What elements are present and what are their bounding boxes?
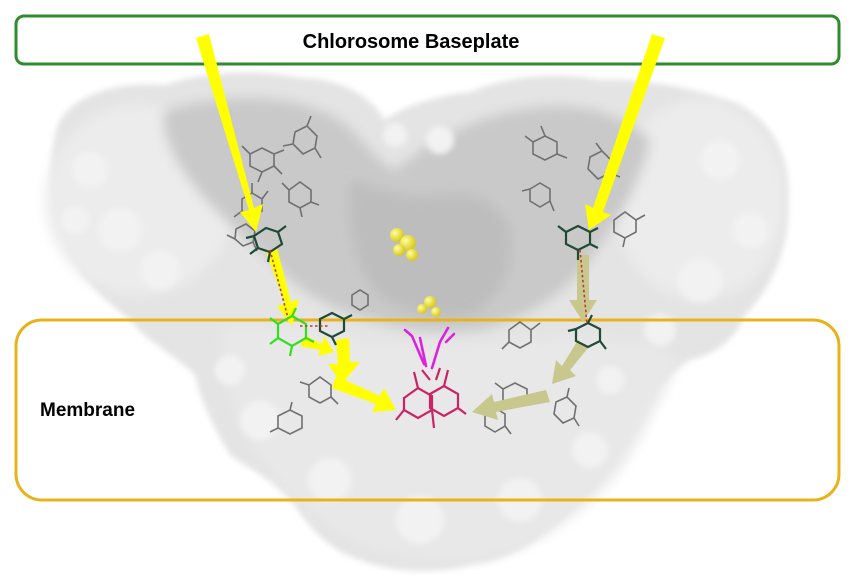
- pigment-grey-11: [269, 401, 303, 435]
- pigment-darkgreen-center-left: [318, 311, 353, 346]
- crimson-reaction-center: [395, 367, 467, 429]
- chlorosome-baseplate: Chlorosome Baseplate: [14, 14, 841, 66]
- sphere-6: [417, 304, 427, 314]
- baseplate-box: [14, 14, 841, 66]
- olive-arrows: [472, 255, 597, 420]
- protein-lower-domain: [220, 325, 680, 561]
- membrane-label: Membrane: [40, 400, 135, 421]
- pigment-grey-16: [351, 289, 369, 311]
- pigment-darkgreen-lower-right: [567, 314, 607, 350]
- pigment-grey-1: [241, 145, 285, 183]
- sphere-1: [390, 228, 404, 242]
- bright-green-pigment: [269, 307, 315, 357]
- arrow-left-lower: [328, 338, 360, 384]
- pigment-grey-4: [233, 183, 269, 218]
- protein-surface: [45, 72, 789, 572]
- yellow-arrows: [196, 34, 665, 412]
- arrow-left-from-baseplate: [196, 34, 263, 232]
- pigment-grey-10: [299, 376, 339, 405]
- pigment-grey-2: [282, 115, 322, 159]
- pigment-darkgreen-upper-right: [557, 224, 599, 260]
- coupling-lines: [269, 249, 588, 327]
- pigment-grey-9: [613, 211, 646, 248]
- arrow-to-reaction-center-left: [332, 376, 396, 412]
- arrow-right-middle: [569, 255, 597, 322]
- membrane-box: [14, 318, 841, 502]
- pigment-grey-8: [521, 182, 555, 212]
- baseplate-label: Chlorosome Baseplate: [303, 31, 520, 53]
- darkgreen-pigments: [245, 224, 607, 350]
- coupling-left-upper: [269, 249, 289, 319]
- sphere-4: [406, 249, 418, 261]
- arrow-left-small: [300, 336, 334, 356]
- sphere-3: [393, 244, 405, 256]
- protein-texture: [61, 123, 768, 544]
- membrane-region: Membrane: [14, 318, 841, 502]
- pigment-grey-3: [281, 181, 320, 218]
- protein-right-lobe: [615, 100, 785, 300]
- coupling-right: [579, 249, 588, 325]
- arrow-to-reaction-center-right: [472, 390, 550, 420]
- arrow-right-from-baseplate: [585, 34, 665, 230]
- arrow-left-middle: [266, 248, 299, 326]
- protein-central-cleft: [349, 180, 511, 317]
- pigment-darkgreen-left: [245, 225, 287, 263]
- pigment-grey-6: [524, 125, 568, 161]
- pigment-grey-15: [553, 387, 580, 427]
- sphere-5: [424, 296, 436, 308]
- pigment-grey-12: [501, 321, 541, 350]
- magenta-pigment: [403, 326, 456, 370]
- grey-pigments: [226, 115, 646, 435]
- yellow-spheres: [390, 228, 441, 317]
- sphere-7: [431, 307, 441, 317]
- arrow-right-lower: [552, 340, 588, 384]
